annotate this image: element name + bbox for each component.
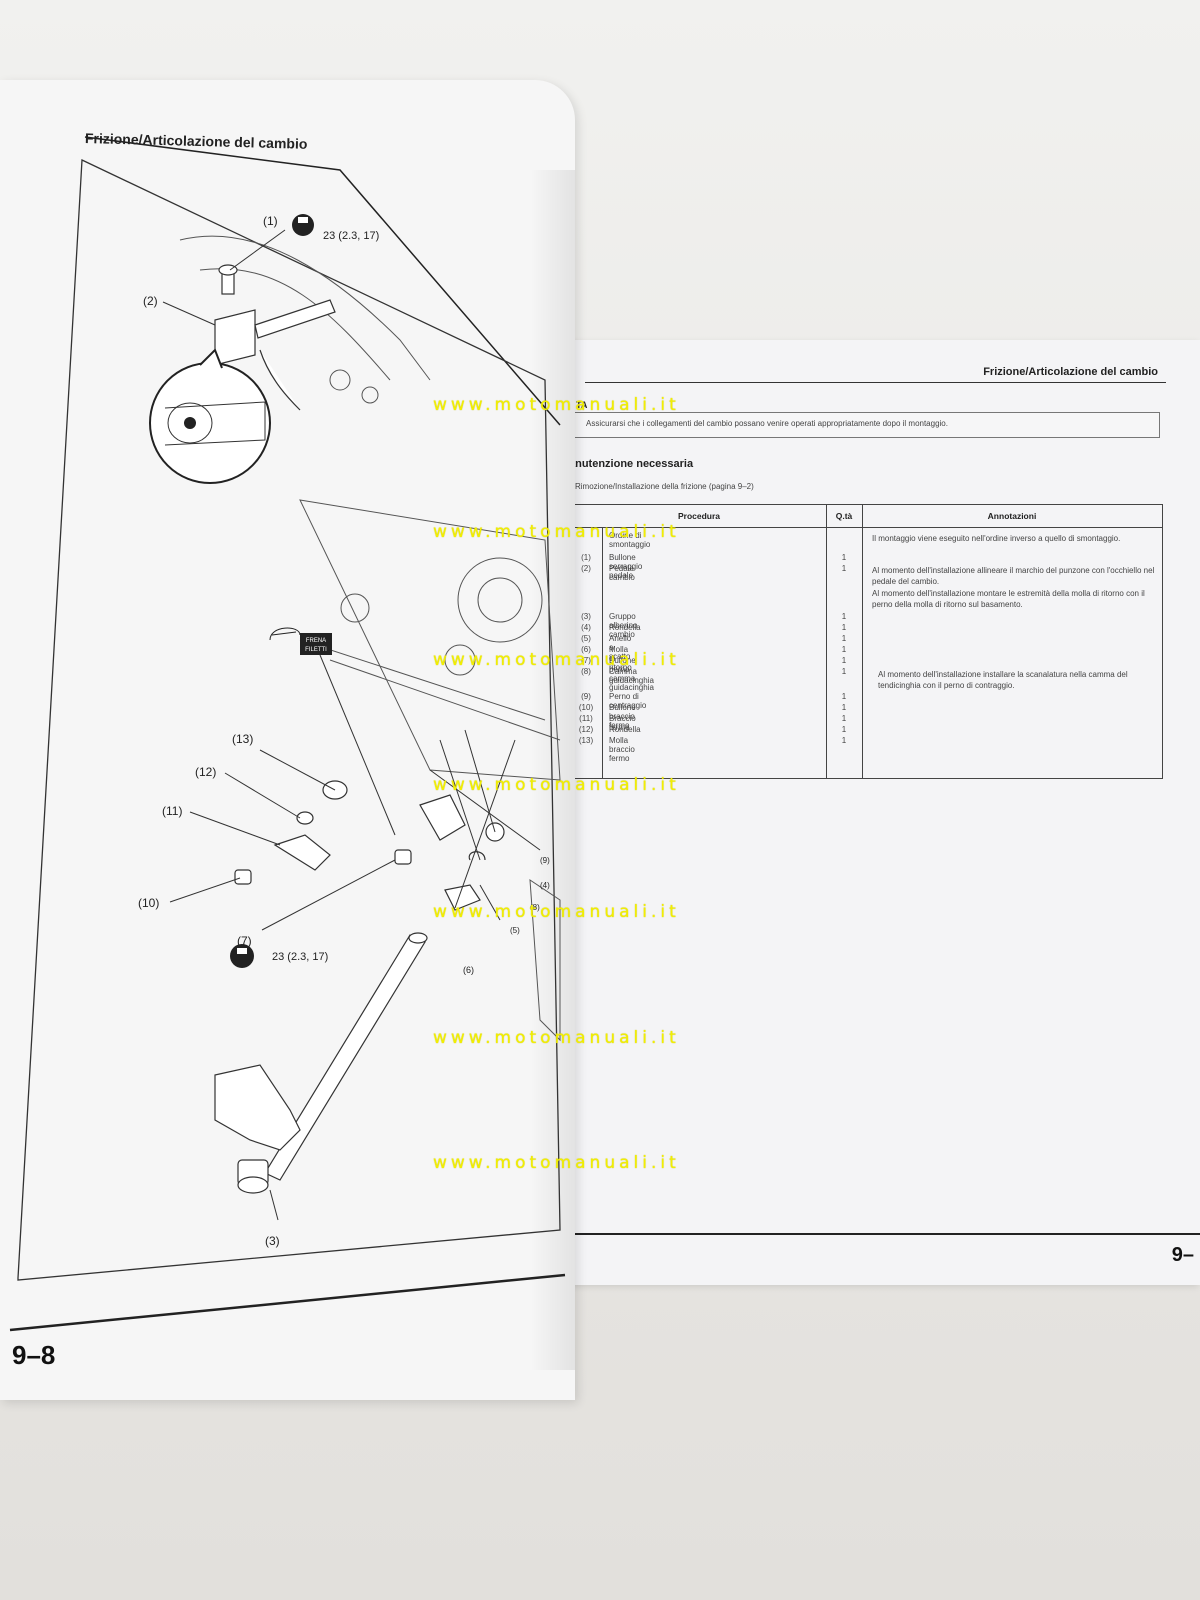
stopper-parts xyxy=(234,780,505,911)
shift-shaft xyxy=(214,932,428,1194)
diagram-frame xyxy=(17,158,561,1281)
callout-3: (3) xyxy=(265,1234,280,1248)
callout-11: (11) xyxy=(162,804,182,818)
maintenance-title: anutenzione necessaria xyxy=(569,458,694,470)
leader-lines xyxy=(162,229,541,1221)
header-rule xyxy=(84,136,561,426)
note-text: Assicurarsi che i collegamenti del cambi… xyxy=(586,419,948,428)
callout-1: (1) xyxy=(263,214,278,228)
right-page: Frizione/Articolazione del cambio TA Ass… xyxy=(565,340,1200,1285)
watermark: www.motomanuali.it xyxy=(433,1153,680,1173)
watermark: www.motomanuali.it xyxy=(433,650,680,670)
svg-text:FRENA: FRENA xyxy=(306,638,326,644)
threadlock-marker: FRENA FILETTI xyxy=(269,627,396,836)
annotation: Al momento dell'installazione montare le… xyxy=(872,589,1145,609)
right-page-header: Frizione/Articolazione del cambio xyxy=(983,366,1158,378)
col-divider xyxy=(602,527,603,778)
header-rule xyxy=(585,382,1166,383)
torque-spec: 23 (2.3, 17) xyxy=(272,951,328,963)
note-box: TA Assicurarsi che i collegamenti del ca… xyxy=(571,400,1160,438)
header-procedure: Procedura xyxy=(572,505,826,528)
torque-wrench-icon xyxy=(230,944,254,968)
right-page-number: 9– xyxy=(1171,1244,1194,1266)
left-page-number: 9–8 xyxy=(12,1340,56,1370)
maintenance-item: Rimozione/Installazione della frizione (… xyxy=(575,482,754,491)
svg-text:FILETTI: FILETTI xyxy=(305,647,327,653)
watermark: www.motomanuali.it xyxy=(433,902,680,922)
callout-8: (8) xyxy=(530,903,540,912)
annotation: Il montaggio viene eseguito nell'ordine … xyxy=(872,534,1121,543)
callout-6: (6) xyxy=(463,965,474,975)
procedure-table: Procedura Q.tà Annotazioni Ordine di smo… xyxy=(571,504,1163,779)
magnified-detail xyxy=(149,348,271,484)
col-divider xyxy=(826,505,827,778)
watermark: www.motomanuali.it xyxy=(433,522,680,542)
callout-9: (9) xyxy=(540,856,550,865)
exploded-diagram: FRENA FILETTI xyxy=(9,136,566,1332)
header-annotations: Annotazioni xyxy=(862,505,1162,528)
header-qty: Q.tà xyxy=(826,505,862,528)
watermark: www.motomanuali.it xyxy=(433,1028,680,1048)
callout-13: (13) xyxy=(232,732,253,746)
footer-rule xyxy=(565,1233,1200,1235)
annotation: Al momento dell'installazione installare… xyxy=(878,670,1128,690)
callout-12: (12) xyxy=(195,765,216,779)
callout-7: (7) xyxy=(237,934,252,948)
callout-4: (4) xyxy=(540,881,550,890)
note-label: TA xyxy=(576,400,588,410)
torque-spec: 23 (2.3, 17) xyxy=(323,230,379,242)
callout-5: (5) xyxy=(510,926,520,935)
callout-2: (2) xyxy=(143,294,158,308)
footer-rule xyxy=(9,1273,566,1332)
annotation: Al momento dell'installazione allineare … xyxy=(872,566,1155,586)
watermark: www.motomanuali.it xyxy=(433,395,680,415)
watermark: www.motomanuali.it xyxy=(433,775,680,795)
torque-wrench-icon xyxy=(292,214,314,236)
col-divider xyxy=(862,505,863,778)
callout-10: (10) xyxy=(138,896,159,910)
left-page: Frizione/Articolazione del cambio xyxy=(0,80,575,1400)
